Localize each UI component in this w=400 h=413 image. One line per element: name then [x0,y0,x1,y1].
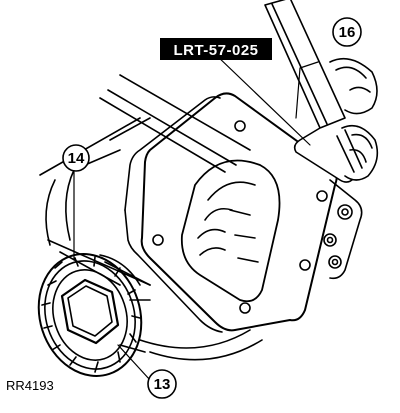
svg-text:13: 13 [154,376,171,393]
svg-text:LRT-57-025: LRT-57-025 [173,42,258,59]
side-bracket [323,179,363,280]
callout-16: 16 [332,17,362,47]
special-tool-lrt-57-025 [264,0,379,183]
mounting-flange [124,92,338,333]
leader-lines [73,53,319,381]
figure-reference: RR4193 [6,378,54,393]
bearing-assembly [37,253,151,377]
svg-text:16: 16 [339,24,356,41]
callout-14: 14 [62,144,90,172]
callout-13: 13 [147,369,177,399]
shaft-body [39,74,263,361]
tool-label: LRT-57-025 [160,38,272,60]
svg-text:14: 14 [68,150,85,167]
